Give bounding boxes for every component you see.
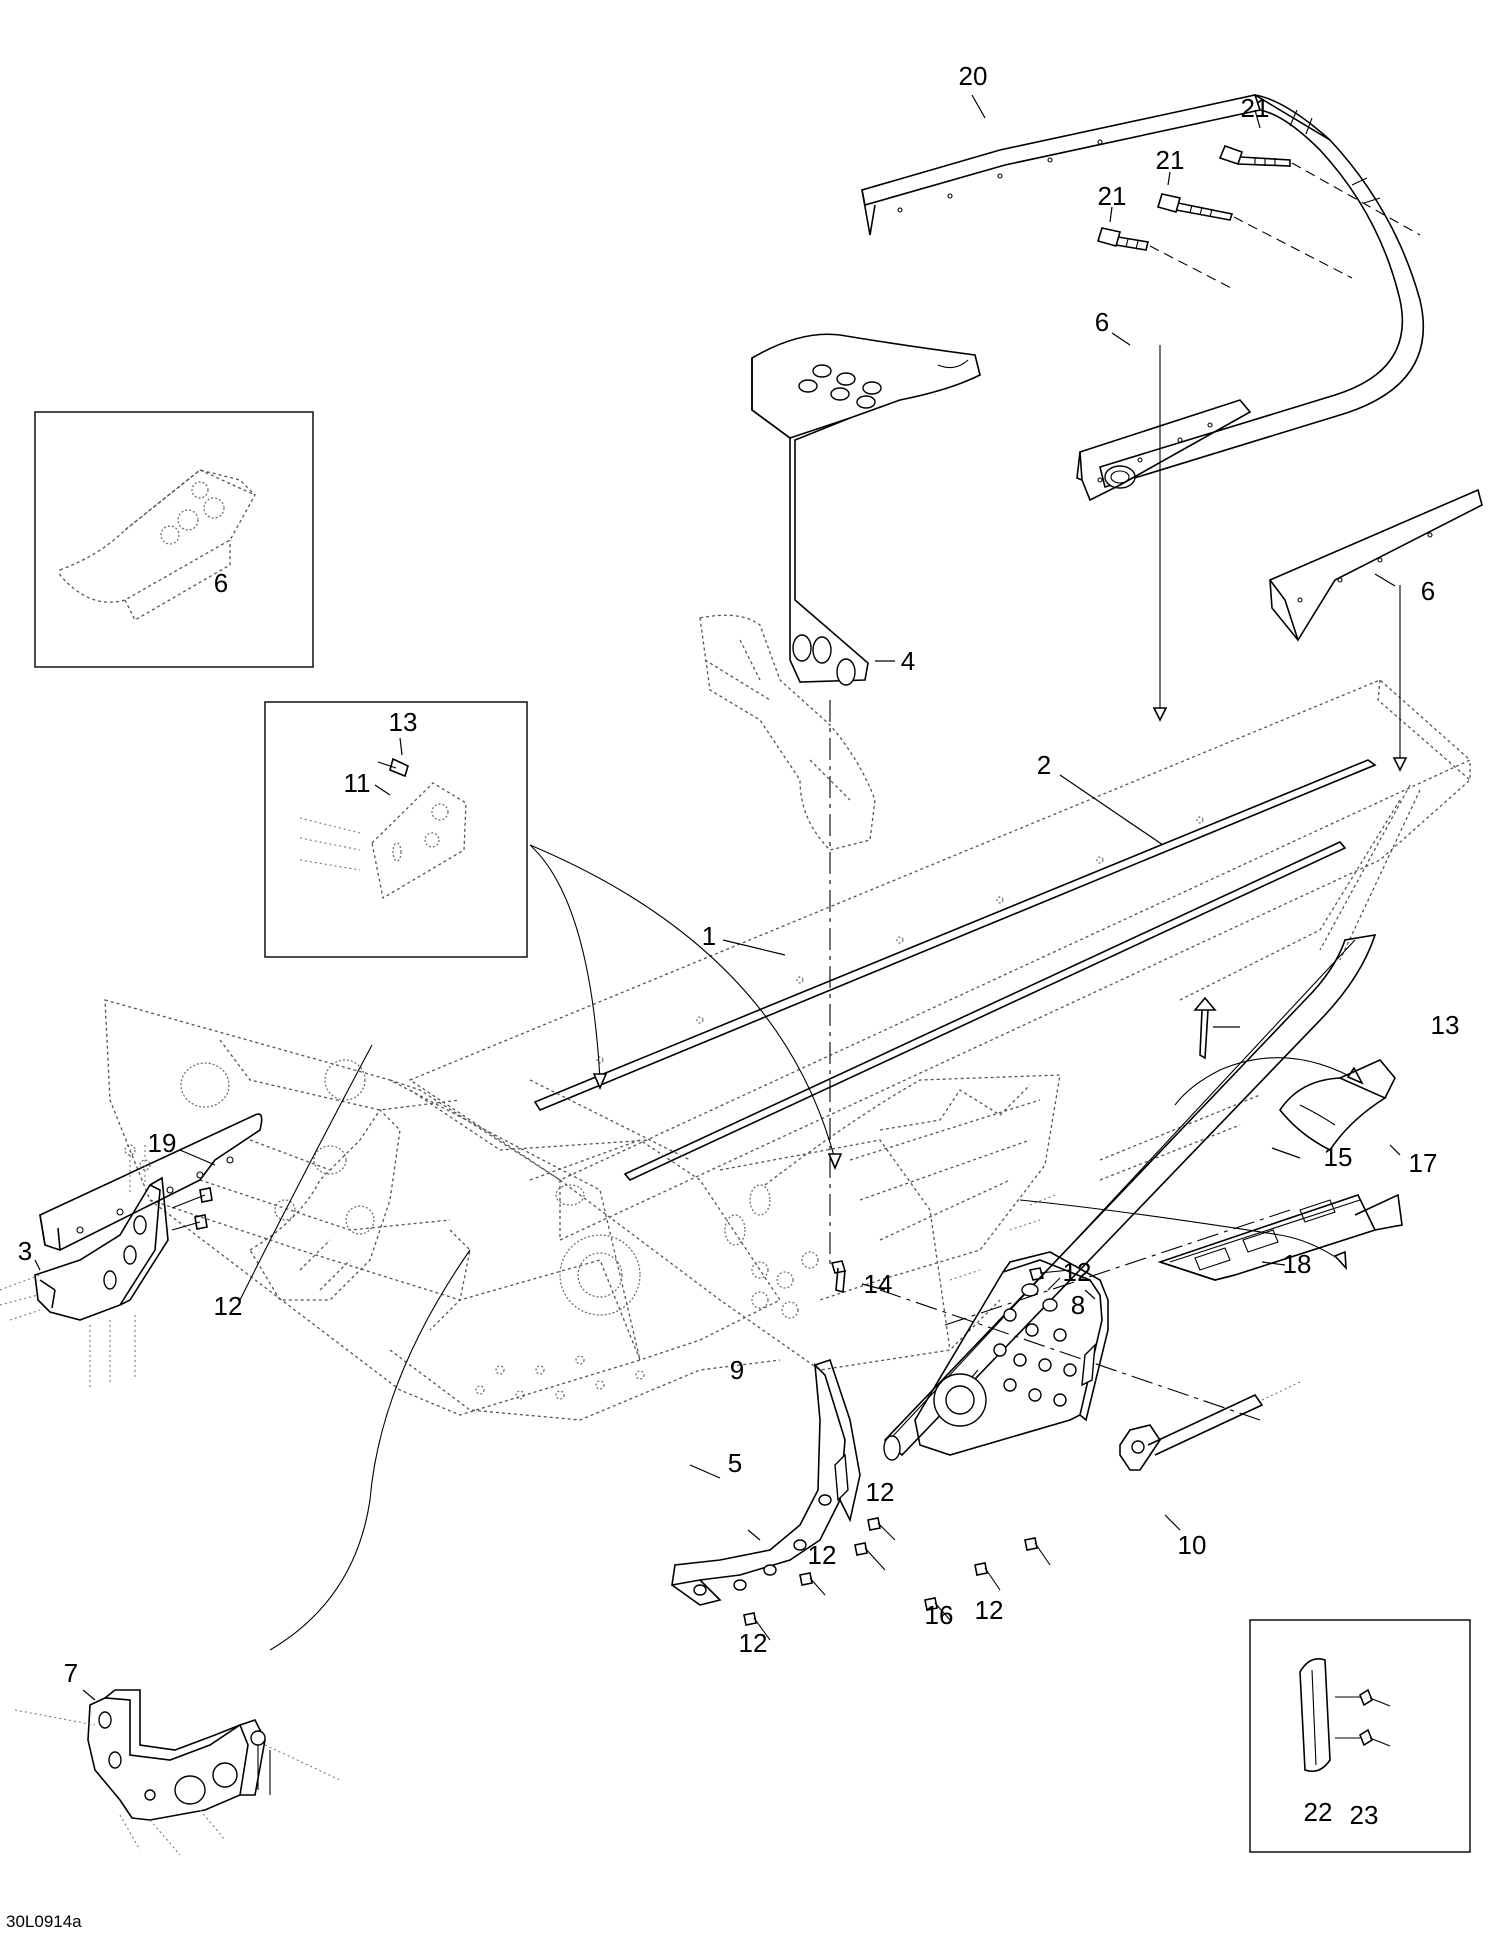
callout-3: 3 [18,1236,32,1266]
callout-12: 12 [1063,1257,1092,1287]
callout-22: 22 [1304,1797,1333,1827]
callout-12: 12 [866,1477,895,1507]
part-18-running-board [1157,1193,1403,1281]
part-6-top-rails [1076,399,1483,642]
bolt-21c [1096,227,1236,291]
callout-16: 16 [925,1600,954,1630]
callout-23: 23 [1350,1800,1379,1830]
inset-parts-22-23 [1249,1619,1471,1853]
callout-6: 6 [214,568,228,598]
callout-20: 20 [959,61,988,91]
callout-6: 6 [1095,307,1109,337]
centerline-axis [829,700,1291,1421]
bolt-21b [1156,193,1353,279]
callout-13: 13 [1431,1010,1460,1040]
callout-6: 6 [1421,576,1435,606]
part-8-plate [914,1251,1109,1456]
ghost-front-suspension [699,614,876,851]
callout-21: 21 [1156,145,1185,175]
callout-4: 4 [901,646,915,676]
callout-10: 10 [1178,1530,1207,1560]
part-4-bracket [751,333,981,686]
inset-part-6 [34,411,314,668]
callout-18: 18 [1283,1249,1312,1279]
callout-labels: 20 21 21 21 6 6 6 4 13 11 2 1 13 17 15 1… [6,61,1459,1931]
rivet-13-right [1193,996,1217,1060]
bolt-21a [1218,144,1421,236]
callout-12: 12 [975,1595,1004,1625]
callout-17: 17 [1409,1148,1438,1178]
callout-9: 9 [730,1355,744,1385]
rivets-12-rear [743,1260,1071,1641]
leader-curves [239,345,1401,1651]
main-frame-tunnel [104,679,1472,1421]
part-3-front-bracket [0,1144,169,1390]
part-19-side-piece [39,1113,263,1251]
callout-12: 12 [808,1540,837,1570]
rivet-13-inset [377,757,409,778]
callout-11: 11 [344,768,371,798]
callout-2: 2 [1037,750,1051,780]
inset-parts-11-13 [264,701,528,958]
part-21-bolts [1096,144,1421,291]
callout-8: 8 [1071,1290,1085,1320]
callout-12: 12 [214,1291,243,1321]
rivets-12-front [171,1187,213,1231]
part-17-clip [1279,1059,1396,1152]
callout-13: 13 [389,707,418,737]
callout-19: 19 [148,1128,177,1158]
part-10-shaft [1119,1381,1301,1471]
part-20-loop-handle [861,93,1425,489]
callout-21: 21 [1098,181,1127,211]
callout-5: 5 [728,1448,742,1478]
callout-15: 15 [1324,1142,1353,1172]
callout-21: 21 [1241,93,1270,123]
arrowheads [592,707,1408,1271]
callout-14: 14 [864,1269,893,1299]
callout-1: 1 [702,921,716,951]
callout-12: 12 [739,1628,768,1658]
part-5-bracket [671,1358,861,1606]
callout-leaders [34,94,1401,1701]
part-15-rail [883,933,1377,1461]
part-7-lower-bracket [14,1689,341,1856]
figure-reference-code: 30L0914a [6,1912,82,1931]
callout-7: 7 [64,1658,78,1688]
